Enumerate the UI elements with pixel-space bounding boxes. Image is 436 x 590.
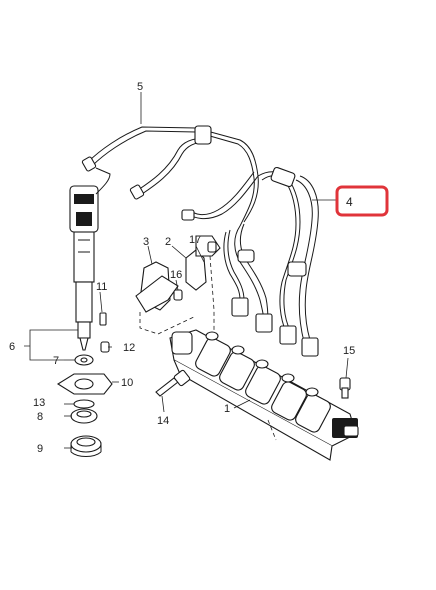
callout-17: 17 xyxy=(189,234,201,246)
callout-3: 3 xyxy=(143,236,149,248)
highlight-box-part-4 xyxy=(335,185,389,217)
callout-15: 15 xyxy=(343,345,355,357)
callout-9: 9 xyxy=(37,443,43,455)
callout-1: 1 xyxy=(224,403,230,415)
callout-4: 4 xyxy=(346,195,353,209)
bolts xyxy=(155,369,351,399)
leader-lines xyxy=(24,92,349,449)
callout-2: 2 xyxy=(165,236,171,248)
callout-11: 11 xyxy=(96,281,107,293)
callout-5: 5 xyxy=(137,81,143,93)
callout-14: 14 xyxy=(157,415,169,427)
injector-assembly xyxy=(69,167,111,351)
callout-12: 12 xyxy=(123,342,135,354)
callout-16: 16 xyxy=(170,269,182,281)
injector-small-parts xyxy=(56,312,113,457)
callout-labels: 1 2 3 4 5 6 7 8 9 10 11 12 13 14 15 16 1… xyxy=(9,81,355,455)
fuel-line-5 xyxy=(81,125,259,227)
fuel-line-4 xyxy=(187,166,319,343)
pipe-nuts xyxy=(181,209,319,357)
callout-6: 6 xyxy=(9,341,15,353)
common-rail xyxy=(169,329,359,461)
bracket-parts xyxy=(135,235,221,335)
callout-13: 13 xyxy=(33,397,45,409)
callout-10: 10 xyxy=(121,377,133,389)
callout-8: 8 xyxy=(37,411,43,423)
callout-7: 7 xyxy=(53,355,59,367)
